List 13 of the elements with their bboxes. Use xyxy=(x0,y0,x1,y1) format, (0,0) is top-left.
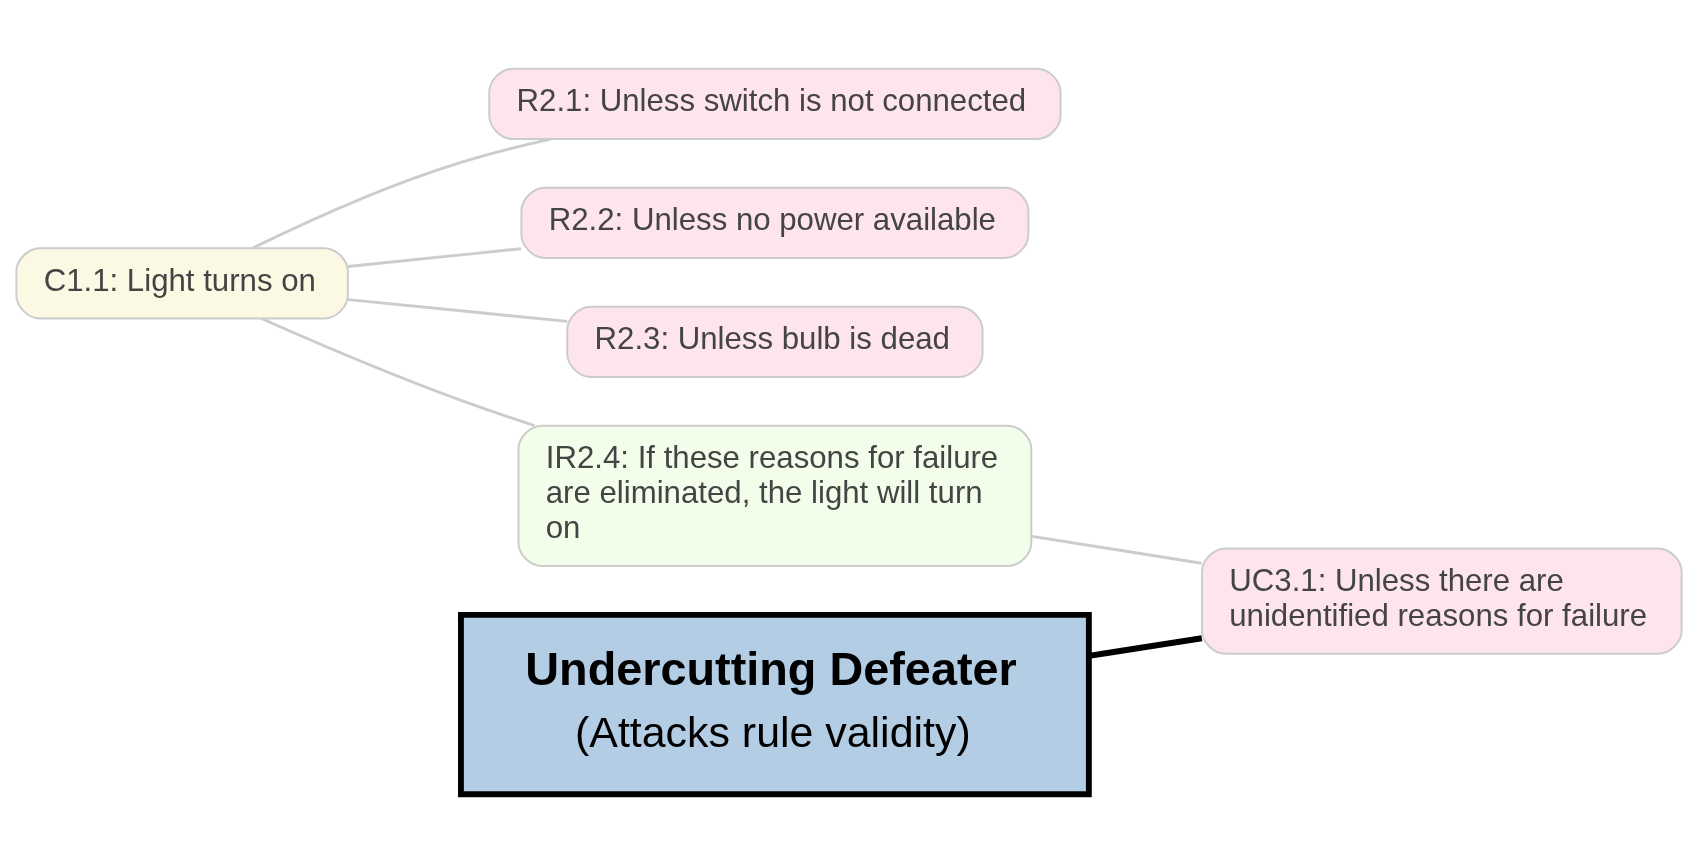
node-box: UC3.1: Unless there are unidentified reasons for failure xyxy=(1200,547,1683,655)
node-box: R2.1: Unless switch is not connected xyxy=(488,67,1062,140)
node-box: Undercutting Defeater (Attacks rule validity) xyxy=(458,611,1092,798)
connector xyxy=(252,137,552,250)
node-box: IR2.4: If these reasons for failure are eliminated, the light will turn on xyxy=(517,424,1033,568)
connector xyxy=(347,247,522,268)
connector xyxy=(1088,635,1203,659)
connector xyxy=(260,317,535,427)
node-box: C1.1: Light turns on xyxy=(15,247,349,320)
connector xyxy=(1032,534,1202,565)
node-box: R2.3: Unless bulb is dead xyxy=(566,305,984,378)
connector xyxy=(347,298,568,323)
node-box: R2.2: Unless no power available xyxy=(520,186,1030,259)
